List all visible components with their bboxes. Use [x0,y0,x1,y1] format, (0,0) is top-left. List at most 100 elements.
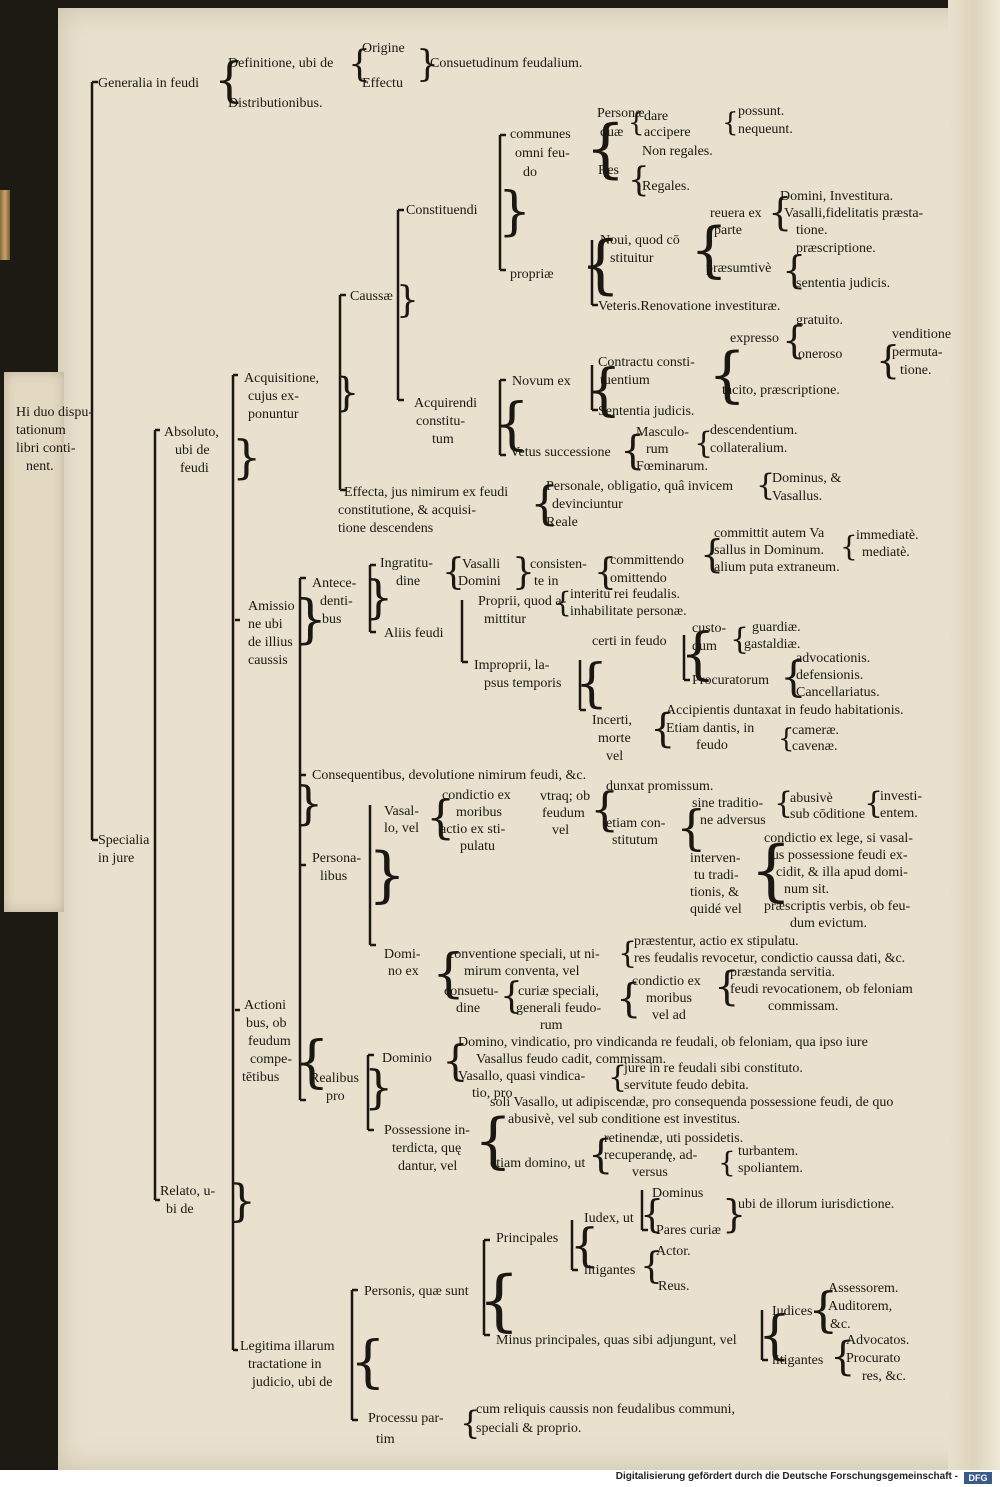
node-curiae-2: generali feudo- [516,1001,602,1016]
node-committit-1: committit autem Va [714,526,825,541]
node-condictio-moribus2-2: moribus [646,991,692,1006]
book-edge [0,190,10,260]
node-actionibus-4: compe- [250,1052,292,1067]
brace-constituendi: } [498,182,532,242]
node-amissione-4: caussis [248,653,288,668]
brace-definitione: { [348,44,371,85]
node-contractu-2: tuentium [600,373,650,388]
node-specialia-2: in jure [98,851,135,866]
node-noui-1: Noui, quod cō [600,233,680,248]
node-litigantes-1: litigantes [584,1263,636,1278]
brace-curiae: { [500,976,523,1017]
brace-improprii: { [575,654,609,714]
node-effecta-1: Effecta, jus nimirum ex feudi [344,485,509,500]
node-gratuito: gratuito. [796,313,844,328]
brace-turbantem: { [718,1146,736,1179]
brace-condictio-moribus2: { [616,976,642,1022]
node-reuera-2: parte [714,223,742,238]
node-domini-inv: Domini, Investitura. [780,189,894,204]
node-foeminarum: Fœminarum. [636,459,708,474]
node-dominus-vasallus-1: Dominus, & [772,471,842,486]
node-generalia: Generalia in feudi [98,76,200,91]
node-cancellariatus: Cancellariatus. [796,685,880,700]
node-condictio-ex-2: moribus [456,805,502,820]
brace-cum-reliquis: { [460,1404,481,1442]
node-camerae: cameræ. [792,723,840,738]
brace-committit: { [700,532,725,576]
node-acquirendi-3: tum [432,432,454,447]
node-actionibus-2: bus, ob [246,1016,287,1031]
node-utraque-1: vtraq; ob [540,789,591,804]
node-condictio-ex-3: actio ex sti- [440,822,506,837]
node-retinendae-1: retinendæ, uti possidetis. [604,1131,744,1146]
brace-abusive: { [774,786,794,821]
brace-possessione: { [474,1106,513,1176]
node-regales: Regales. [642,179,690,194]
node-abusive-2: sub cōditione [790,807,866,822]
node-processu-1: Processu par- [368,1411,444,1426]
brace-reuera: { [768,190,793,234]
node-condictio-lege-4: num sit. [784,882,830,897]
node-domino-vind-1: Domino, vindicatio, pro vindicanda re fe… [458,1035,868,1050]
node-proprii-2: mittitur [484,612,526,627]
brace-novum: { [586,358,622,423]
node-antecedentibus-3: bus [322,612,342,627]
node-personae-1: Personæ [597,106,645,121]
node-aliis-feudi: Aliis feudi [384,626,444,641]
node-acquisitione-2: cujus ex- [248,389,299,404]
side-flap [4,372,64,912]
brace-procuratorum: { [780,652,807,701]
node-sententia-2: Sententia judicis. [598,404,695,419]
brace-res: { [628,160,650,200]
node-praescriptione: præscriptione. [796,241,876,256]
node-relato-1: Relato, u- [160,1184,216,1199]
node-sine-traditione-1: sine traditio- [692,796,764,811]
side-note-line-4: nent. [26,459,54,474]
node-consistente-1: consisten- [530,557,587,572]
brace-condictio: { [426,790,456,844]
node-praescriptis-2: dum evictum. [790,916,867,931]
node-praestentur-2: res feudalis revocetur, condictio caussa… [634,951,906,966]
node-interventu-3: tionis, & [690,885,740,900]
node-communes-3: do [523,165,537,180]
node-vasalli-fid-2: tione. [796,223,828,238]
node-dominio: Dominio [382,1051,432,1066]
node-antecedentibus-1: Antece- [312,576,357,591]
node-utraque-3: vel [552,823,570,838]
node-relato-2: bi de [166,1202,194,1217]
node-etiam-dantis-2: feudo [696,738,728,753]
brace-ubi-illorum: } [722,1192,747,1236]
node-condictio-lege-3: cidit, & illa apud domi- [776,865,908,880]
node-accipere: accipere [644,125,691,140]
node-etc: &c. [830,1317,851,1332]
node-advocationis: advocationis. [796,651,871,666]
node-improprii-1: Improprii, la- [474,658,550,673]
node-condictio-ex-4: pulatu [460,839,495,854]
node-turbantem: turbantem. [738,1144,799,1159]
node-retinendae-2: recuperandę, ad- [604,1148,698,1163]
dfg-logo-icon: DFG [964,1472,992,1484]
node-vasallo-quasi-1: Vasallo, quasi vindica- [458,1069,586,1084]
node-committit-3: alium puta extraneum. [714,560,840,575]
node-feudi-revocationem-2: commissam. [768,999,839,1014]
brace-dare: { [722,108,739,138]
brace-vasalli: } [512,552,535,593]
node-amissione-1: Amissio [248,599,295,614]
node-non-regales: Non regales. [642,144,713,159]
brace-retinendae: { [588,1132,614,1178]
node-interventu-4: quidé vel [690,902,742,917]
node-dominus: Dominus [652,1186,704,1201]
page-fold [948,0,1000,1470]
brace-consequentibus: } [294,776,324,830]
brace-vetus: { [620,428,646,474]
node-reale: Reale [546,515,578,530]
node-sine-traditione-2: ne adversus [700,813,766,828]
node-effectu: Effectu [362,76,403,91]
brace-oneroso: { [876,338,901,382]
node-contractu-1: Contractu consti- [598,355,695,370]
brace-acquirendi: { [494,392,530,457]
node-retinendae-3: versus [632,1165,668,1180]
node-acquirendi-1: Acquirendi [414,396,477,411]
node-domino-vind-2: Vasallus feudo cadit, commissam. [476,1052,667,1067]
brace-actionibus: { [294,1030,330,1095]
